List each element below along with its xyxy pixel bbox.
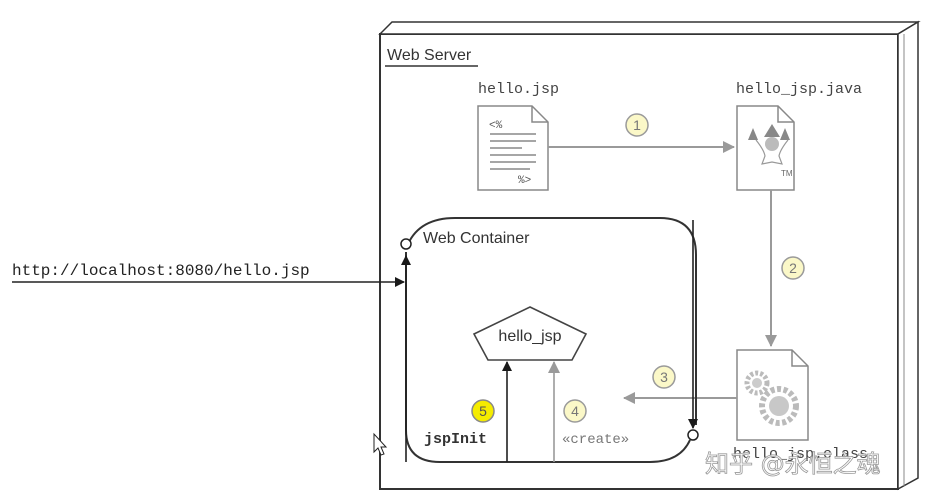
step-2-number: 2 [789, 260, 797, 276]
java-tm-mark: TM [781, 169, 793, 178]
step-3-badge: 3 [652, 365, 676, 389]
class-file-icon [736, 349, 809, 441]
container-entry-port [400, 238, 412, 250]
mouse-cursor-icon [373, 432, 388, 456]
step-4-badge: 4 [563, 399, 587, 423]
step-4-label: «create» [562, 432, 629, 448]
jsp-file-name: hello.jsp [478, 81, 559, 98]
step-1-badge: 1 [625, 113, 649, 137]
servlet-instance-shape [472, 306, 588, 361]
web-container-box [405, 217, 697, 463]
web-container-label: Web Container [423, 230, 530, 247]
java-duke-icon [748, 124, 790, 165]
step-1-number: 1 [633, 117, 641, 133]
step-5-badge: 5 [471, 399, 495, 423]
java-file-icon [736, 105, 795, 191]
container-exit-port [687, 429, 699, 441]
java-file-name: hello_jsp.java [736, 81, 862, 98]
web-server-box [378, 20, 921, 491]
request-url: http://localhost:8080/hello.jsp [12, 262, 310, 280]
jsp-close-tag: %> [518, 175, 531, 187]
step-2-badge: 2 [781, 256, 805, 280]
step-4-number: 4 [571, 403, 579, 419]
servlet-instance-label: hello_jsp [498, 328, 561, 345]
watermark: 知乎 @永恒之魂 [705, 450, 881, 478]
step-3-number: 3 [660, 369, 668, 385]
step-5-label: jspInit [424, 431, 487, 448]
step-5-number: 5 [479, 403, 487, 419]
class-file-name: hello_jsp.class [733, 446, 868, 463]
gear-icon [744, 370, 799, 426]
jsp-file-icon [477, 105, 549, 191]
web-server-label: Web Server [387, 47, 472, 64]
jsp-open-tag: <% [489, 120, 503, 132]
